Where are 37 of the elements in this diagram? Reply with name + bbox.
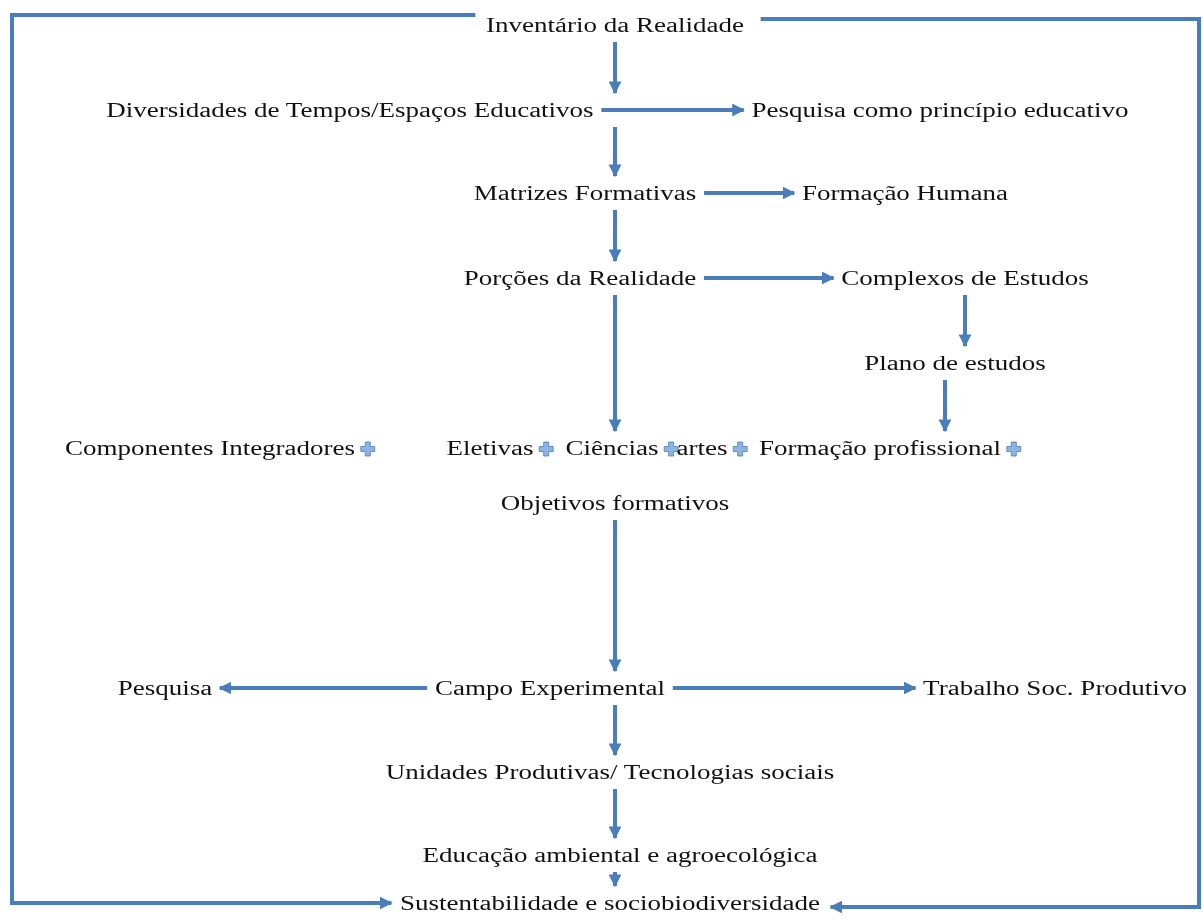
arrow	[601, 103, 745, 117]
arrow	[672, 681, 917, 695]
node-label: Objetivos formativos	[497, 491, 733, 515]
node-label: Diversidades de Tempos/Espaços Educativos	[103, 98, 597, 122]
node-label: Pesquisa como princípio educativo	[748, 98, 1132, 122]
node-label: Complexos de Estudos	[838, 266, 1092, 290]
node-label: Educação ambiental e agroecológica	[419, 843, 821, 867]
node-label: Pesquisa	[115, 676, 215, 700]
arrow	[608, 872, 622, 888]
node-label: Unidades Produtivas/ Tecnologias sociais	[383, 760, 837, 784]
node-label: Sustentabilidade e sociobiodiversidade	[397, 891, 823, 915]
arrow	[10, 13, 476, 910]
node-label: Porções da Realidade	[461, 266, 699, 290]
node-label: Trabalho Soc. Produtivo	[920, 676, 1190, 700]
arrow	[608, 210, 622, 263]
arrow	[608, 127, 622, 178]
node-label: Componentes Integradores	[62, 436, 358, 460]
arrow	[218, 681, 428, 695]
node-label: Formação Humana	[799, 181, 1011, 205]
arrow	[760, 17, 1201, 914]
arrow	[608, 295, 622, 433]
arrow	[608, 520, 622, 673]
arrow	[703, 271, 835, 285]
arrow	[938, 380, 952, 433]
node-label: Campo Experimental	[432, 676, 668, 700]
node-label: Plano de estudos	[861, 351, 1049, 375]
node-label: Matrizes Formativas	[470, 181, 700, 205]
arrow	[704, 186, 796, 200]
node-label: Eletivas	[443, 436, 537, 460]
node-label: Inventário da Realidade	[483, 13, 747, 37]
node-label: Ciências	[562, 436, 662, 460]
arrow	[608, 42, 622, 95]
arrow	[958, 295, 972, 348]
arrow	[608, 789, 622, 840]
arrow	[608, 705, 622, 757]
node-label: Formação profissional	[756, 436, 1004, 460]
node-label: artes	[673, 436, 731, 460]
